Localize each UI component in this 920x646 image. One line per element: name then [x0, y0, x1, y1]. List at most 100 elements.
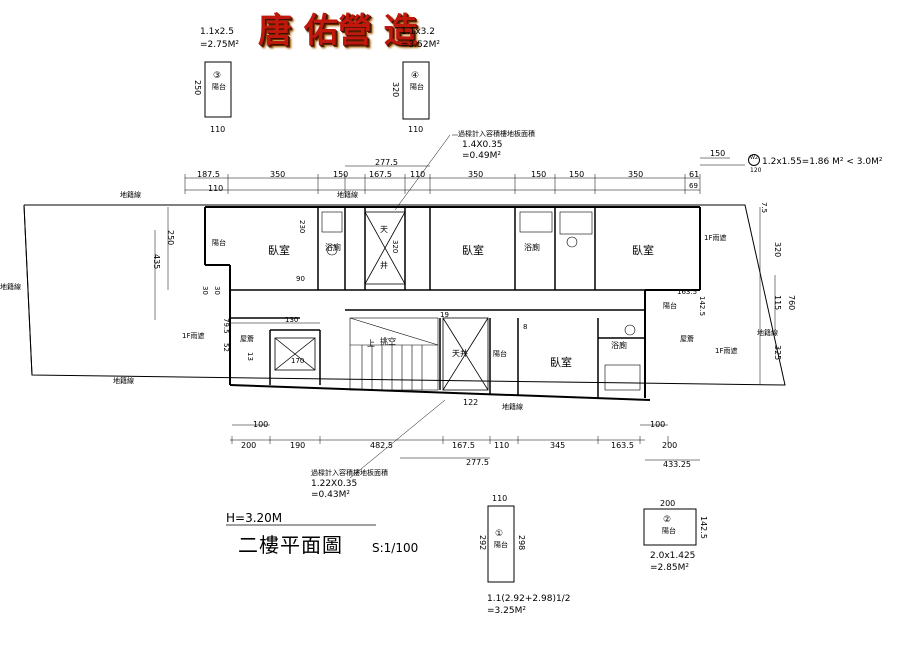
balcony-box-2	[643, 508, 697, 546]
top-dim-110: 110	[410, 170, 426, 179]
left-boundary-label: 地籍線	[0, 283, 21, 291]
w2-sub: 120	[750, 167, 762, 174]
bottom-dim-1675: 167.5	[452, 441, 475, 450]
right-dim-320: 320	[773, 242, 782, 258]
top-dim-277: 277.5	[375, 158, 398, 167]
bottom-note-area: =0.43M²	[311, 490, 350, 500]
left-awning: 屋簷	[240, 335, 254, 343]
balcony-1-width: 110	[492, 494, 508, 503]
top-boundary-label: 地籍線	[120, 191, 141, 199]
balcony-box-3	[204, 61, 232, 118]
balcony-2-width: 200	[660, 499, 676, 508]
balcony-4-area: =3.52M²	[401, 40, 440, 50]
top-dim-150b: 150	[531, 170, 547, 179]
top-dim-150c: 150	[569, 170, 585, 179]
balcony-1-height-left: 292	[478, 535, 487, 551]
right-dim-325: 325	[773, 345, 782, 361]
top-dim-110b: 110	[208, 184, 224, 193]
balcony-1-number: ①	[495, 529, 504, 539]
top-note-beam: 過樑計入容積樓地板面積	[458, 130, 535, 138]
bath-3: 浴廁	[611, 341, 627, 350]
top-note-calc: 1.4X0.35	[462, 140, 503, 150]
top-dim-61: 61	[689, 170, 700, 179]
top-boundary-label-2: 地籍線	[337, 191, 358, 199]
room-bedroom-4: 臥室	[550, 356, 572, 369]
balcony-label-mid: 陽台	[493, 350, 507, 358]
balcony-3-area: =2.75M²	[200, 40, 239, 50]
bottom-dim-345: 345	[550, 441, 566, 450]
balcony-3-width: 110	[210, 125, 226, 134]
left-dim-52: 52	[222, 343, 230, 352]
top-dim-350b: 350	[468, 170, 484, 179]
top-dim-350c: 350	[628, 170, 644, 179]
inner-dim-8: 8	[523, 323, 528, 331]
top-dim-150a: 150	[333, 170, 349, 179]
inner-dim-170: 170	[291, 357, 305, 365]
room-bedroom-2: 臥室	[462, 244, 484, 257]
bottom-note-beam: 過樑計入容積樓地板面積	[311, 469, 388, 477]
inner-dim-19: 19	[440, 311, 449, 319]
balcony-1-area: =3.25M²	[487, 606, 526, 616]
right-f1-awning-top: 1F雨遮	[704, 234, 727, 242]
balcony-3-height: 250	[193, 80, 202, 96]
balcony-4-height: 320	[391, 82, 400, 98]
right-awning: 屋簷	[680, 335, 694, 343]
bottom-dim-100a: 100	[253, 420, 269, 429]
right-dim-760: 760	[787, 295, 796, 311]
top-dim-1675: 167.5	[369, 170, 392, 179]
balcony-2-number: ②	[663, 515, 672, 525]
left-dim-795: 79.5	[222, 318, 230, 334]
bottom-dim-277: 277.5	[466, 458, 489, 467]
balcony-2-label: 陽台	[662, 527, 676, 535]
balcony-2-height: 142.5	[699, 516, 708, 539]
bottom-dim-43325: 433.25	[663, 460, 691, 469]
right-boundary-label: 地籍線	[757, 329, 778, 337]
w2-tag: W2	[748, 154, 760, 166]
balcony-label-right: 陽台	[663, 302, 677, 310]
drawing-title: 二樓平面圖	[238, 533, 343, 557]
drawing-scale: S:1/100	[372, 541, 419, 555]
left-dim-435: 435	[152, 254, 161, 270]
balcony-3-label: 陽台	[212, 83, 226, 91]
bottom-dim-4825: 482.5	[370, 441, 393, 450]
inner-dim-230: 230	[298, 220, 306, 234]
bottom-dim-100b: 100	[650, 420, 666, 429]
balcony-3-formula: 1.1x2.5	[200, 27, 234, 37]
top-dim-1875: 187.5	[197, 170, 220, 179]
inner-dim-130: 130	[285, 316, 299, 324]
balcony-1-height-right: 298	[517, 535, 526, 551]
balcony-4-label: 陽台	[410, 83, 424, 91]
room-bedroom-3: 臥室	[632, 244, 654, 257]
balcony-2-area: =2.85M²	[650, 563, 689, 573]
room-bedroom-1: 臥室	[268, 244, 290, 257]
balcony-3-number: ③	[213, 71, 222, 81]
top-dim-350a: 350	[270, 170, 286, 179]
inner-dim-320: 320	[391, 240, 399, 254]
bottom-dim-1635: 163.5	[611, 441, 634, 450]
balcony-4-width: 110	[408, 125, 424, 134]
left-dim-13: 13	[246, 352, 254, 361]
right-dim-1635: 163.5	[677, 288, 698, 296]
bath-1: 浴廁	[325, 243, 341, 252]
right-dim-1425: 142.5	[698, 296, 706, 317]
w2-calc: 1.2x1.55=1.86 M² < 3.0M²	[762, 157, 883, 167]
left-dim-250: 250	[166, 230, 175, 246]
left-f1-awning: 1F雨遮	[182, 332, 205, 340]
bottom-dim-110: 110	[494, 441, 510, 450]
bottom-dim-190: 190	[290, 441, 306, 450]
balcony-label-left: 陽台	[212, 239, 226, 247]
right-dim-115: 115	[773, 295, 782, 311]
void-label: 挑空	[380, 337, 396, 346]
shaft-top-b: 井	[380, 261, 388, 270]
shaft-top-a: 天	[380, 225, 388, 234]
top-dim-150r: 150	[710, 149, 726, 158]
balcony-2-formula: 2.0x1.425	[650, 551, 696, 561]
balcony-box-4	[402, 61, 430, 120]
up-label: 上	[367, 339, 375, 348]
left-dim-30b: 30	[213, 286, 221, 295]
company-logo-text: 唐 佑營 造	[258, 11, 418, 51]
top-dim-69: 69	[689, 182, 698, 190]
bottom-dim-200a: 200	[241, 441, 257, 450]
inner-dim-90: 90	[296, 275, 305, 283]
